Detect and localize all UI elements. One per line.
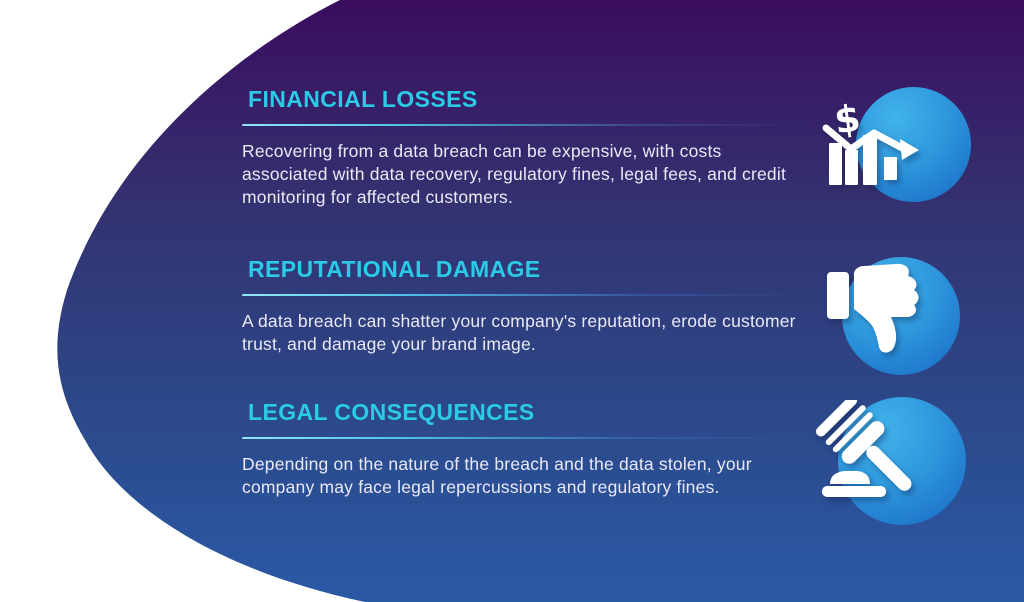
gavel-base-dome — [830, 471, 870, 484]
legal-consequences-divider — [242, 437, 802, 439]
thumbs-down-icon — [827, 263, 919, 353]
section-financial-losses: FINANCIAL LOSSES Recovering from a data … — [242, 86, 810, 209]
legal-consequences-title: LEGAL CONSEQUENCES — [248, 399, 535, 425]
reputational-damage-divider — [242, 294, 802, 296]
financial-losses-title: FINANCIAL LOSSES — [248, 86, 478, 112]
legal-consequences-description: Depending on the nature of the breach an… — [242, 454, 752, 497]
section-legal-consequences: LEGAL CONSEQUENCES Depending on the natu… — [242, 399, 810, 499]
gavel-base-bar — [822, 486, 886, 497]
reputational-damage-title: REPUTATIONAL DAMAGE — [248, 256, 541, 282]
section-reputational-damage: REPUTATIONAL DAMAGE A data breach can sh… — [242, 256, 810, 356]
legal-icon-circle — [838, 397, 966, 525]
gavel-icon — [815, 400, 912, 497]
financial-losses-divider — [242, 124, 802, 126]
thumbs-down-cuff — [827, 272, 849, 319]
financial-losses-description: Recovering from a data breach can be exp… — [242, 141, 787, 207]
gavel-head — [815, 400, 912, 491]
declining-chart-dollar-icon: $ — [822, 96, 919, 185]
thumbs-down-hand — [853, 263, 919, 353]
reputational-damage-description: A data breach can shatter your company's… — [242, 311, 796, 354]
